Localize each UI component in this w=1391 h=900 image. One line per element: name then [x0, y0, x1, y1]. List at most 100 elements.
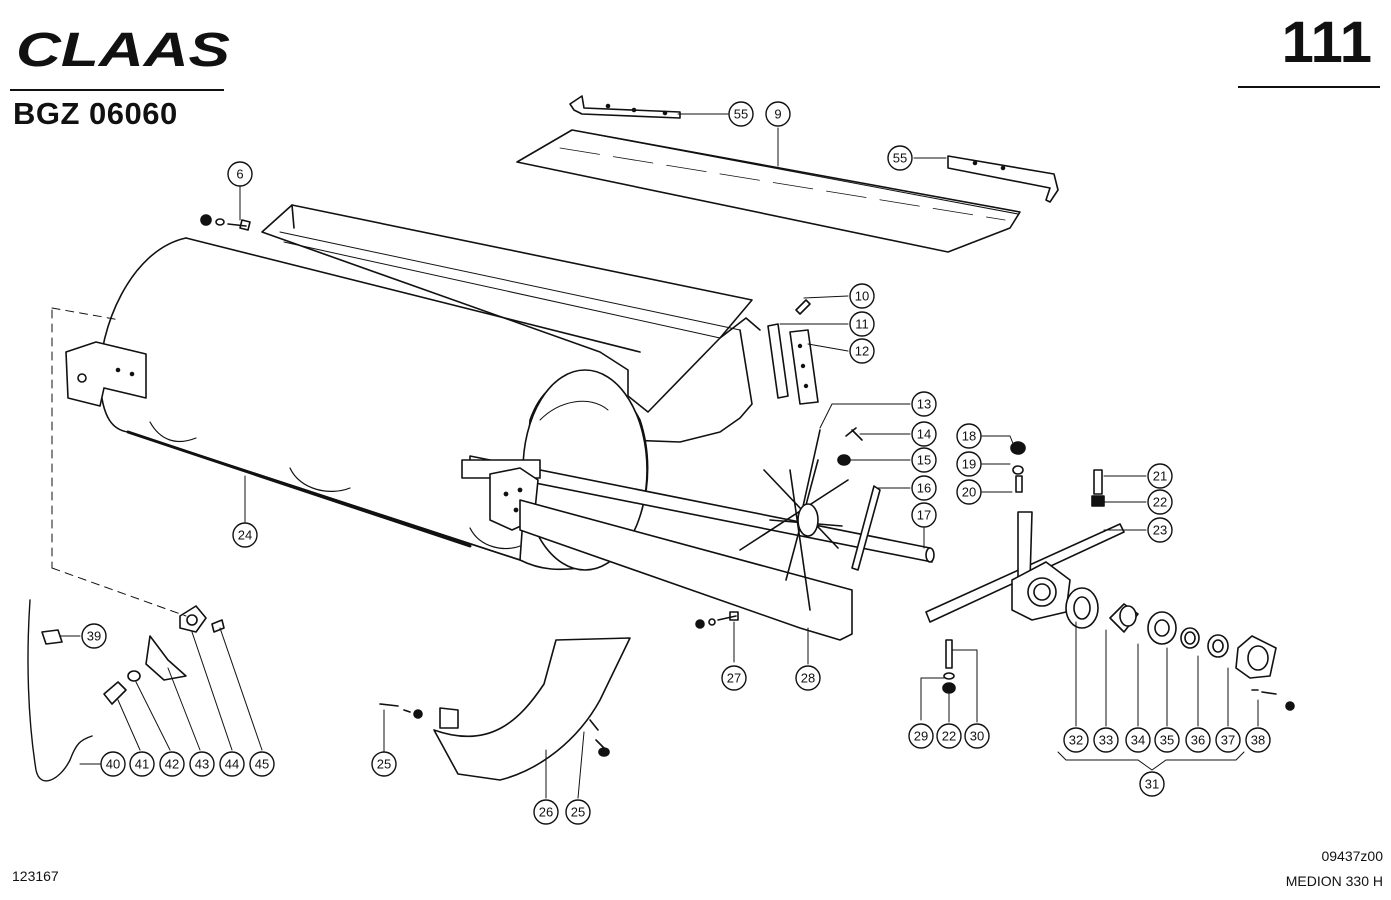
callout-circle — [227, 161, 253, 187]
leader-lines — [59, 113, 1259, 799]
guide-strip-set — [767, 299, 819, 405]
callout-number: 39 — [87, 629, 101, 644]
part-callout-34: 34 — [1125, 727, 1151, 753]
callout-number: 25 — [571, 805, 585, 820]
callout-number: 44 — [225, 757, 239, 772]
part-callout-55: 55 — [728, 101, 754, 127]
part-callout-14: 14 — [911, 421, 937, 447]
support-rod — [851, 485, 881, 571]
callout-number: 40 — [106, 757, 120, 772]
part-callout-30: 30 — [964, 723, 990, 749]
callout-circle — [81, 623, 107, 649]
lower-scraper-bar — [519, 499, 853, 641]
part-callout-39: 39 — [81, 623, 107, 649]
callout-circle — [849, 283, 875, 309]
callout-circle — [956, 423, 982, 449]
brand-wordmark: CLAAS — [16, 26, 230, 72]
callout-circle — [795, 665, 821, 691]
part-callout-42: 42 — [159, 751, 185, 777]
part-callout-26: 26 — [533, 799, 559, 825]
callout-number: 35 — [1160, 733, 1174, 748]
callout-number: 16 — [917, 481, 931, 496]
callout-circle — [1093, 727, 1119, 753]
document-code: BGZ 06060 — [13, 96, 178, 131]
callout-number: 38 — [1251, 733, 1265, 748]
callout-number: 45 — [255, 757, 269, 772]
part-callout-44: 44 — [219, 751, 245, 777]
header-divider-left — [10, 89, 224, 91]
callout-circle — [1215, 727, 1241, 753]
collar-36 — [1207, 634, 1229, 658]
callout-circle — [964, 723, 990, 749]
callout-circle — [728, 101, 754, 127]
callout-number: 29 — [914, 729, 928, 744]
callout-circle — [159, 751, 185, 777]
part-callout-15: 15 — [911, 447, 937, 473]
callout-circle — [232, 522, 258, 548]
callout-number: 17 — [917, 508, 931, 523]
part-callout-9: 9 — [765, 101, 791, 127]
callout-number: 11 — [855, 317, 869, 332]
bottom-guard-plate — [433, 637, 631, 781]
callout-circle — [249, 751, 275, 777]
callout-circle — [911, 502, 937, 528]
callout-number: 23 — [1153, 523, 1167, 538]
claas-logo: CLAAS — [16, 26, 230, 72]
part-callout-31: 31 — [1139, 771, 1165, 797]
callout-circle — [1147, 463, 1173, 489]
callout-circle — [849, 311, 875, 337]
callout-circle — [1147, 489, 1173, 515]
machine-model: MEDION 330 H — [1285, 873, 1383, 889]
part-callout-13: 13 — [911, 391, 937, 417]
part-callout-45: 45 — [249, 751, 275, 777]
callout-circle — [1185, 727, 1211, 753]
callout-number: 15 — [917, 453, 931, 468]
callout-circle — [721, 665, 747, 691]
part-callout-27: 27 — [721, 665, 747, 691]
callout-number: 24 — [238, 528, 252, 543]
callout-number: 55 — [734, 107, 748, 122]
part-callout-25: 25 — [565, 799, 591, 825]
part-callout-43: 43 — [189, 751, 215, 777]
callout-number: 31 — [1145, 777, 1159, 792]
part-callout-19: 19 — [956, 451, 982, 477]
part-callout-6: 6 — [227, 161, 253, 187]
fastener-hardware — [200, 214, 1295, 757]
callout-number: 18 — [962, 429, 976, 444]
flange-housing-37 — [1235, 635, 1277, 679]
bearing-support-cross — [925, 511, 1125, 623]
callout-circle — [1154, 727, 1180, 753]
part-callout-25: 25 — [371, 751, 397, 777]
callout-circle — [1139, 771, 1165, 797]
part-callout-22: 22 — [1147, 489, 1173, 515]
callout-number: 19 — [962, 457, 976, 472]
part-callout-35: 35 — [1154, 727, 1180, 753]
part-callout-20: 20 — [956, 479, 982, 505]
circlip-35 — [1180, 627, 1200, 649]
part-callout-33: 33 — [1093, 727, 1119, 753]
callout-circle — [911, 475, 937, 501]
drawing-number: 09437z00 — [1321, 848, 1383, 864]
upper-trough-rail — [261, 204, 761, 443]
callout-number: 41 — [135, 757, 149, 772]
callout-number: 13 — [917, 397, 931, 412]
callout-number: 22 — [1153, 495, 1167, 510]
phantom-reference-lines — [51, 307, 187, 617]
callout-circle — [1063, 727, 1089, 753]
rotor-spider — [739, 429, 849, 611]
callout-circle — [100, 751, 126, 777]
callout-number: 27 — [727, 671, 741, 686]
strap-bracket-right — [947, 155, 1059, 203]
part-callout-17: 17 — [911, 502, 937, 528]
callout-circle — [219, 751, 245, 777]
part-callout-32: 32 — [1063, 727, 1089, 753]
callout-circle — [565, 799, 591, 825]
part-callout-12: 12 — [849, 338, 875, 364]
part-callout-18: 18 — [956, 423, 982, 449]
callout-circle — [189, 751, 215, 777]
page-number: 111 — [1281, 10, 1372, 75]
callout-number: 9 — [774, 107, 781, 122]
part-callout-55: 55 — [887, 145, 913, 171]
